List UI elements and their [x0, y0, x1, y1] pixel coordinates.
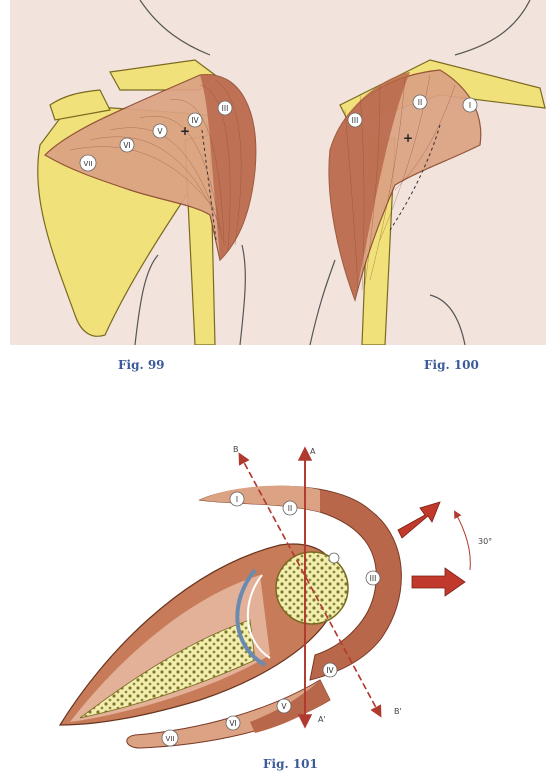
- fig101-label-V: V: [277, 699, 291, 713]
- label-III-fig100: III: [348, 113, 362, 127]
- svg-text:IV: IV: [326, 666, 334, 675]
- fig101-label-III: III: [366, 571, 380, 585]
- fig-101-caption: Fig. 101: [263, 757, 318, 771]
- fig101-label-I: I: [230, 492, 244, 506]
- red-arrow-upper: [398, 502, 440, 538]
- fig101-label-VI: VI: [226, 716, 240, 730]
- svg-text:I: I: [469, 101, 471, 110]
- axis-b-label: B: [233, 445, 239, 454]
- fig-99-caption: Fig. 99: [118, 358, 165, 372]
- svg-text:III: III: [222, 104, 229, 113]
- svg-text:VI: VI: [123, 141, 130, 150]
- axis-a-prime-label: A': [318, 715, 326, 724]
- label-VI-fig99: VI: [120, 138, 134, 152]
- svg-text:VII: VII: [166, 735, 175, 743]
- fig101-label-II: II: [283, 501, 297, 515]
- svg-text:II: II: [288, 504, 292, 513]
- svg-text:V: V: [281, 702, 287, 711]
- label-I-fig100: I: [463, 98, 477, 112]
- fig-100-caption: Fig. 100: [424, 358, 479, 372]
- fig101-label-IV: IV: [323, 663, 337, 677]
- label-IV-fig99: IV: [188, 113, 202, 127]
- svg-text:II: II: [418, 98, 422, 107]
- fig101-drawing: A A' B B' 30° I II III IV V VI VII: [0, 430, 556, 755]
- red-arrow-lower: [412, 568, 465, 596]
- svg-text:VI: VI: [229, 719, 236, 728]
- fig101-label-VII: VII: [162, 730, 178, 746]
- axis-b-prime-label: B': [394, 707, 402, 716]
- svg-text:I: I: [236, 495, 238, 504]
- axis-a-label: A: [310, 447, 316, 456]
- svg-text:V: V: [157, 127, 163, 136]
- angle-label: 30°: [478, 537, 492, 546]
- svg-text:IV: IV: [191, 116, 199, 125]
- svg-text:VII: VII: [84, 160, 93, 168]
- label-II-fig100: II: [413, 95, 427, 109]
- label-III-fig99: III: [218, 101, 232, 115]
- svg-text:III: III: [370, 574, 377, 583]
- top-illustration-panel: + + III IV: [10, 0, 546, 345]
- label-VII-fig99: VII: [80, 155, 96, 171]
- svg-text:III: III: [352, 116, 359, 125]
- fig99-labels: III IV V VI VII III II I: [10, 0, 546, 345]
- label-V-fig99: V: [153, 124, 167, 138]
